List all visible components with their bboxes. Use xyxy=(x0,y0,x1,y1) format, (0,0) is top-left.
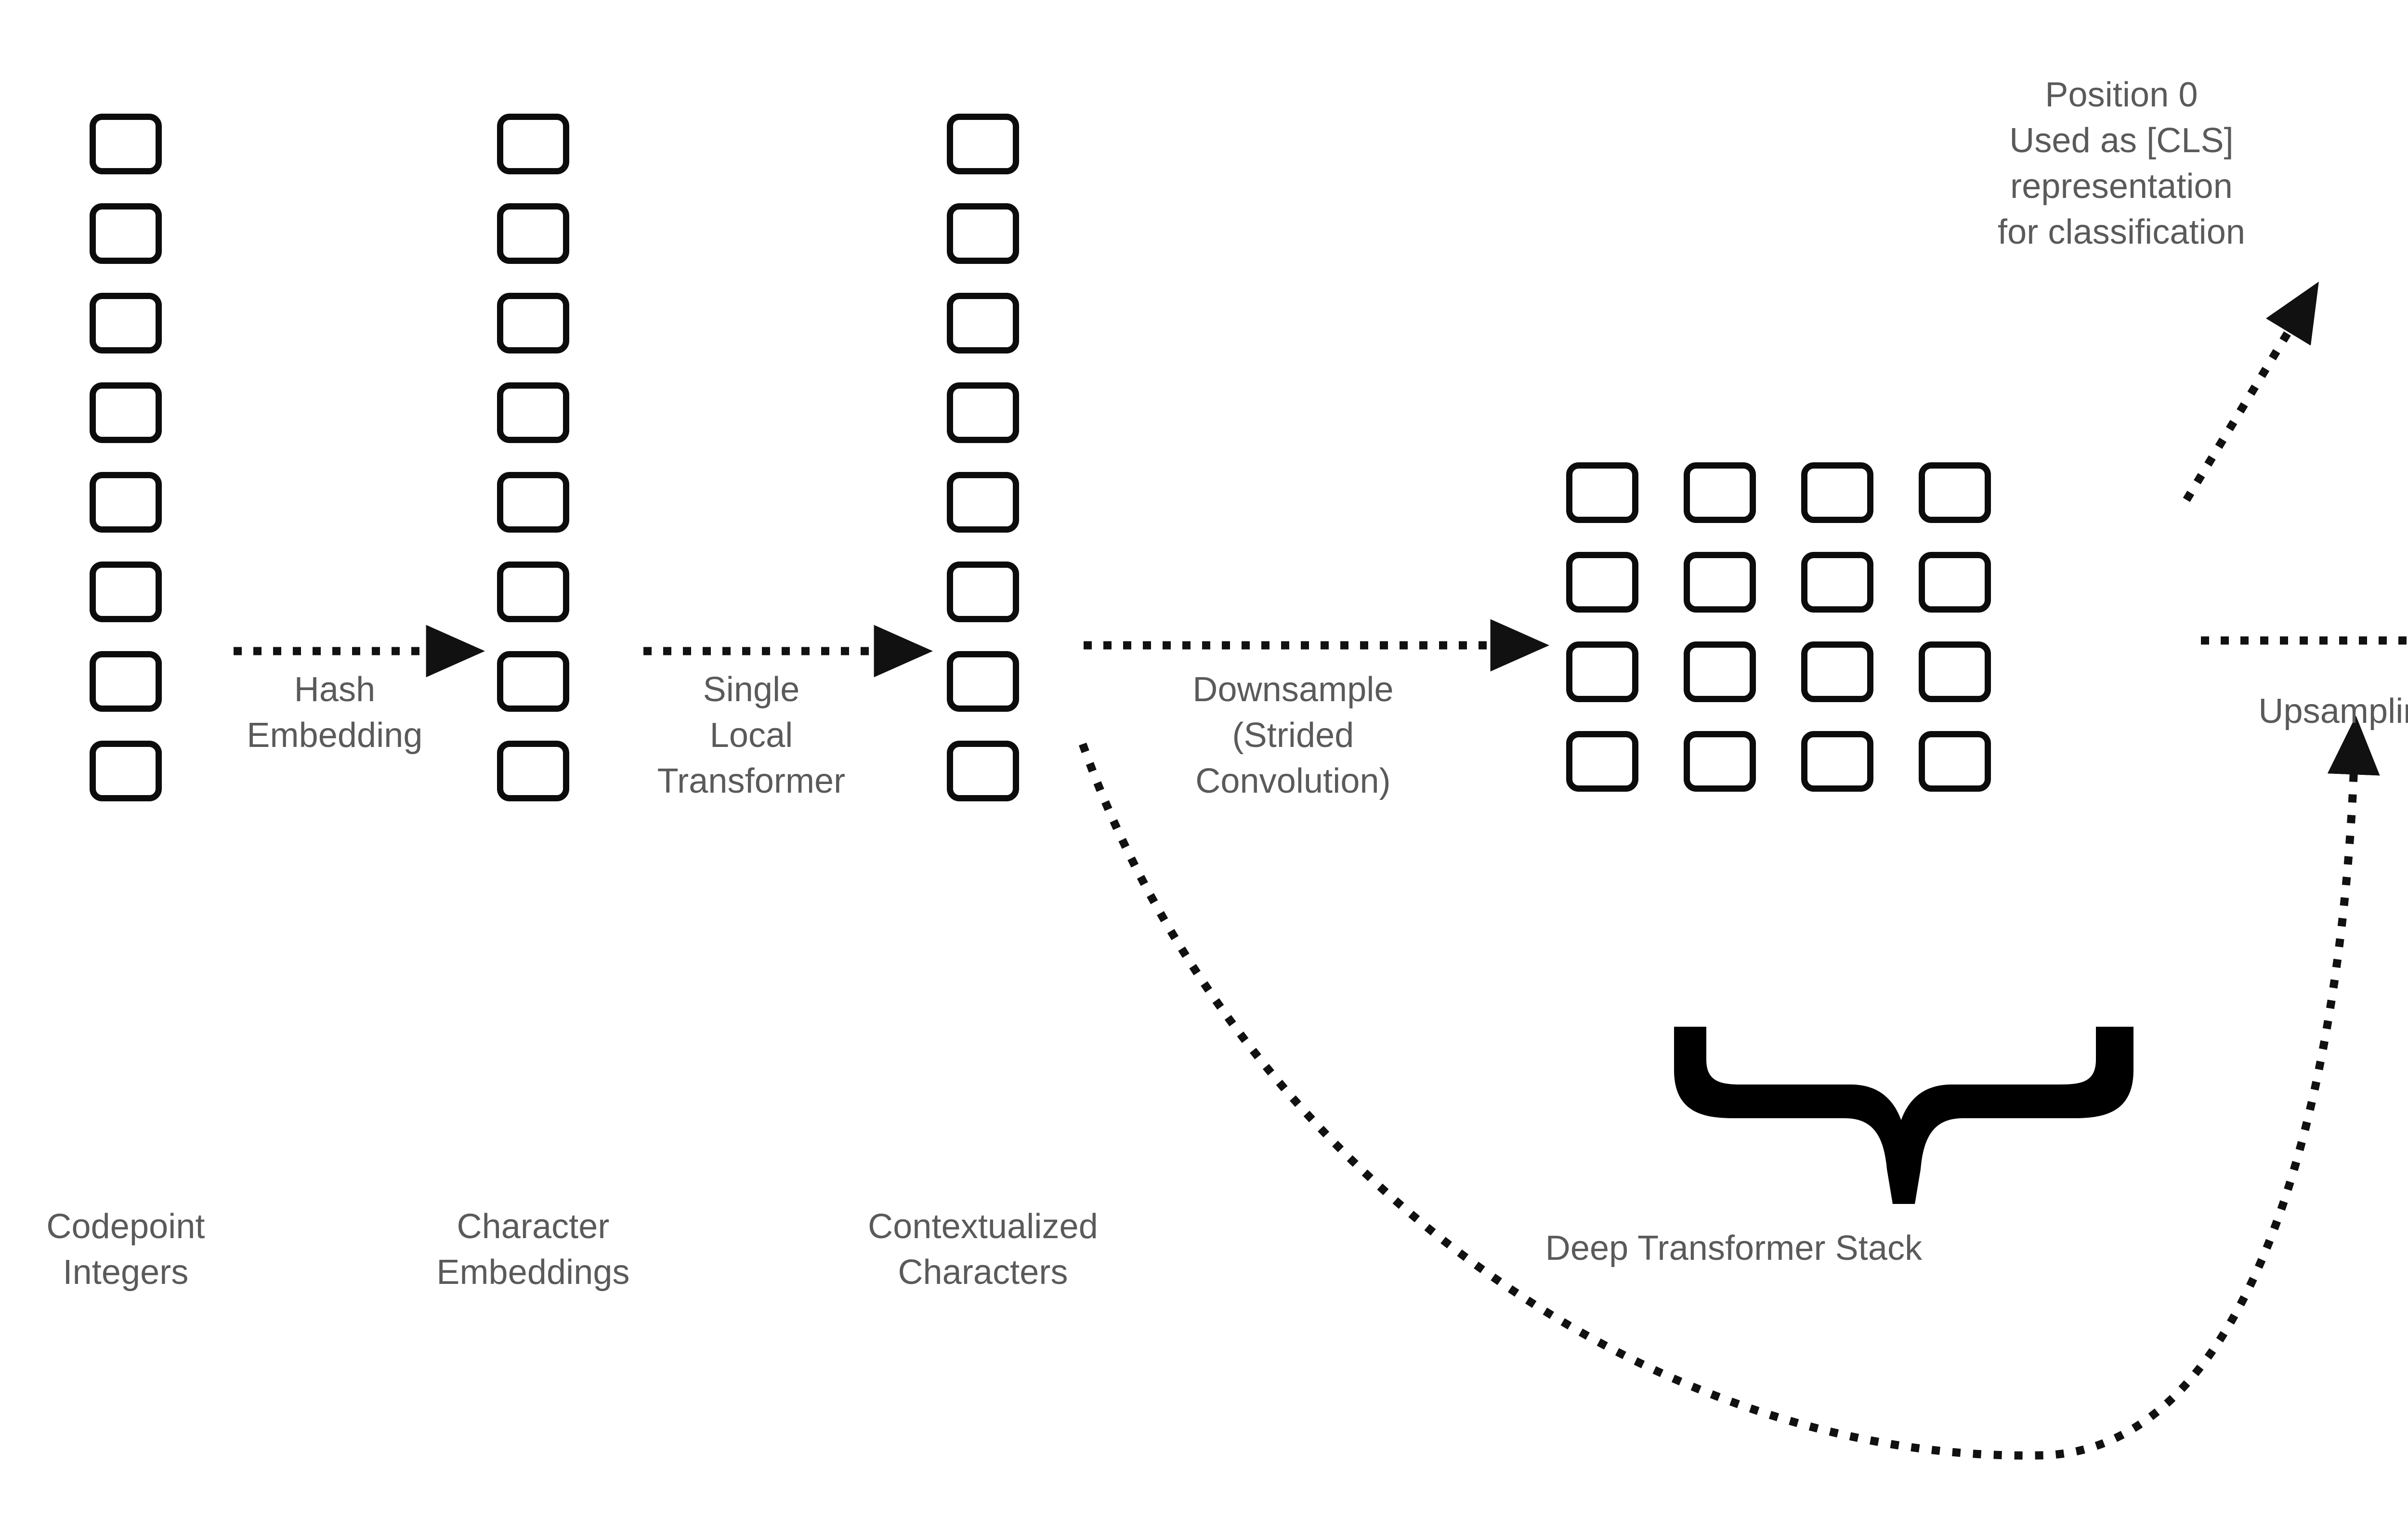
transformer-cell xyxy=(1919,552,1991,613)
transformer-cell xyxy=(1684,731,1756,792)
token-box xyxy=(90,114,162,174)
arrow-cls-pointer xyxy=(2183,281,2319,502)
deep-stack-brace xyxy=(1674,1027,2133,1204)
token-box xyxy=(497,114,569,174)
arrow-residual-skip xyxy=(1078,716,2380,1460)
column-codepoint-integers xyxy=(90,114,162,801)
token-box xyxy=(947,382,1019,443)
token-box xyxy=(497,651,569,712)
grid-deep-transformer-stack xyxy=(1566,462,1991,792)
token-box xyxy=(497,203,569,264)
transformer-cell xyxy=(1566,731,1638,792)
token-box xyxy=(947,472,1019,533)
token-box xyxy=(947,114,1019,174)
transformer-cell xyxy=(1801,552,1873,613)
column-contextualized-characters xyxy=(947,114,1019,801)
token-box xyxy=(947,203,1019,264)
transformer-cell xyxy=(1919,641,1991,702)
token-box xyxy=(497,741,569,801)
annotation-cls-note: Position 0 Used as [CLS] representation … xyxy=(1998,76,2245,252)
caption-concatenated-representations: Concatenated Representations xyxy=(2405,1223,2408,1315)
token-box xyxy=(90,741,162,801)
transformer-cell xyxy=(1684,641,1756,702)
token-box xyxy=(497,382,569,443)
token-box xyxy=(497,472,569,533)
transformer-cell xyxy=(1684,462,1756,523)
transformer-cell xyxy=(1566,641,1638,702)
transformer-cell xyxy=(1684,552,1756,613)
token-box xyxy=(947,562,1019,622)
token-box xyxy=(90,382,162,443)
token-box xyxy=(497,293,569,353)
column-character-embeddings xyxy=(497,114,569,801)
token-box xyxy=(90,293,162,353)
transformer-cell xyxy=(1566,462,1638,523)
token-box xyxy=(497,562,569,622)
caption-character-embeddings: Character Embeddings xyxy=(436,1207,630,1292)
label-single-local-transformer: Single Local Transformer xyxy=(657,670,846,801)
caption-codepoint-integers: Codepoint Integers xyxy=(46,1207,205,1292)
token-box xyxy=(90,562,162,622)
token-box xyxy=(90,203,162,264)
token-box xyxy=(90,651,162,712)
transformer-cell xyxy=(1801,641,1873,702)
label-hash-embedding: Hash Embedding xyxy=(247,670,423,755)
token-box xyxy=(947,293,1019,353)
caption-deep-transformer-stack: Deep Transformer Stack xyxy=(1545,1229,1923,1268)
token-box xyxy=(947,741,1019,801)
transformer-cell xyxy=(1919,731,1991,792)
token-box xyxy=(90,472,162,533)
token-box xyxy=(947,651,1019,712)
label-downsample: Downsample (Strided Convolution) xyxy=(1192,670,1394,801)
caption-contextualized-characters: Contextualized Characters xyxy=(868,1207,1098,1292)
transformer-cell xyxy=(1801,731,1873,792)
transformer-cell xyxy=(1919,462,1991,523)
label-upsampling: Upsampling xyxy=(2258,692,2408,731)
transformer-cell xyxy=(1801,462,1873,523)
transformer-cell xyxy=(1566,552,1638,613)
